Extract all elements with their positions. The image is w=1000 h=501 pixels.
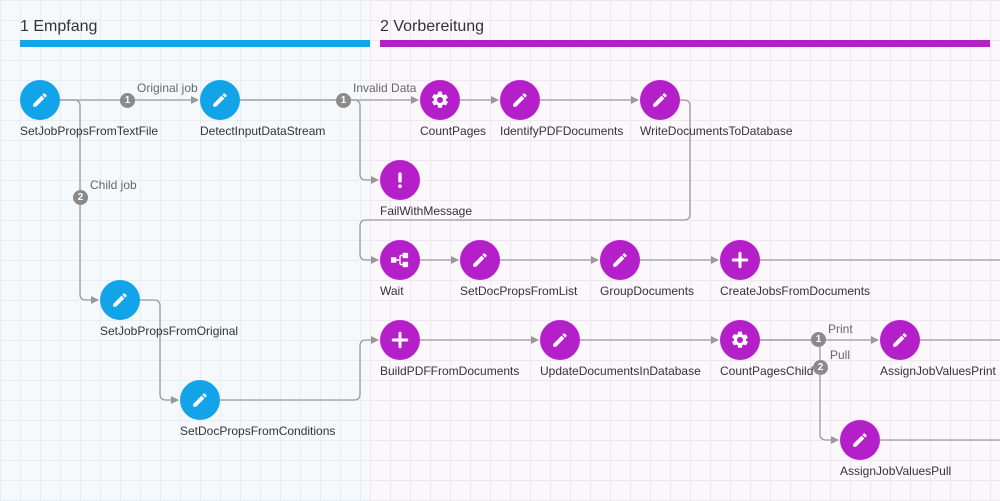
- node-label: GroupDocuments: [600, 284, 695, 298]
- node-update-documents-in-database[interactable]: [540, 320, 580, 360]
- node-label: AssignJobValuesPull: [840, 464, 952, 478]
- wait-icon: [391, 252, 409, 268]
- pencil-icon: [473, 253, 487, 267]
- node-label: BuildPDFFromDocuments: [380, 364, 520, 378]
- node-assign-job-values-pull[interactable]: [840, 420, 880, 460]
- node-detect-input-data-stream[interactable]: [200, 80, 240, 120]
- pencil-icon: [613, 253, 627, 267]
- pencil-icon: [893, 333, 907, 347]
- pencil-icon: [33, 93, 47, 107]
- node-label: Wait: [380, 284, 404, 298]
- lane-title-empfang: 1 Empfang: [20, 18, 98, 35]
- node-label: CountPagesChild: [720, 364, 814, 378]
- node-set-job-props-from-original[interactable]: [100, 280, 140, 320]
- node-label: IdentifyPDFDocuments: [500, 124, 624, 138]
- node-label: DetectInputDataStream: [200, 124, 326, 138]
- pencil-icon: [213, 93, 227, 107]
- edge-badge: 1: [120, 93, 135, 108]
- node-identify-pdf-documents[interactable]: [500, 80, 540, 120]
- node-label: SetJobPropsFromOriginal: [100, 324, 239, 338]
- node-count-pages-child[interactable]: [720, 320, 760, 360]
- pencil-icon: [553, 333, 567, 347]
- node-label: CountPages: [420, 124, 487, 138]
- lane-bar-empfang: [20, 40, 370, 47]
- pencil-icon: [653, 93, 667, 107]
- edge-badge: 2: [813, 360, 828, 375]
- node-create-jobs-from-documents[interactable]: [720, 240, 760, 280]
- node-build-pdf-from-documents[interactable]: [380, 320, 420, 360]
- gear-icon: [732, 331, 748, 348]
- pencil-icon: [193, 393, 207, 407]
- node-label: CreateJobsFromDocuments: [720, 284, 871, 298]
- gear-icon: [432, 91, 448, 108]
- edge-label-original-job: Original job: [137, 81, 198, 95]
- node-label: SetJobPropsFromTextFile: [20, 124, 159, 138]
- plus-icon: [731, 251, 749, 269]
- node-label: SetDocPropsFromList: [460, 284, 578, 298]
- node-wait[interactable]: [380, 240, 420, 280]
- lane-title-vorbereitung: 2 Vorbereitung: [380, 18, 485, 35]
- node-set-job-props-from-text-file[interactable]: [20, 80, 60, 120]
- node-assign-job-values-print[interactable]: [880, 320, 920, 360]
- node-group-documents[interactable]: [600, 240, 640, 280]
- node-label: WriteDocumentsToDatabase: [640, 124, 793, 138]
- lane-bar-vorbereitung: [380, 40, 990, 47]
- edge-label-pull: Pull: [830, 348, 851, 362]
- edge-badge: 2: [73, 190, 88, 205]
- edge-label-invalid-data: Invalid Data: [353, 81, 417, 95]
- edge-label-print: Print: [828, 322, 853, 336]
- edge-badge: 1: [811, 332, 826, 347]
- node-label: SetDocPropsFromConditions: [180, 424, 336, 438]
- node-set-doc-props-from-list[interactable]: [460, 240, 500, 280]
- node-label: AssignJobValuesPrint: [880, 364, 996, 378]
- edge-label-child-job: Child job: [90, 178, 137, 192]
- lane-empfang-area: [0, 0, 370, 501]
- exclamation-icon: [398, 172, 402, 189]
- pencil-icon: [853, 433, 867, 447]
- node-label: FailWithMessage: [380, 204, 473, 218]
- plus-icon: [391, 331, 409, 349]
- node-label: UpdateDocumentsInDatabase: [540, 364, 701, 378]
- pencil-icon: [513, 93, 527, 107]
- node-write-documents-to-database[interactable]: [640, 80, 680, 120]
- pencil-icon: [113, 293, 127, 307]
- node-fail-with-message[interactable]: [380, 160, 420, 200]
- edge-badge: 1: [336, 93, 351, 108]
- node-count-pages[interactable]: [420, 80, 460, 120]
- node-set-doc-props-from-conditions[interactable]: [180, 380, 220, 420]
